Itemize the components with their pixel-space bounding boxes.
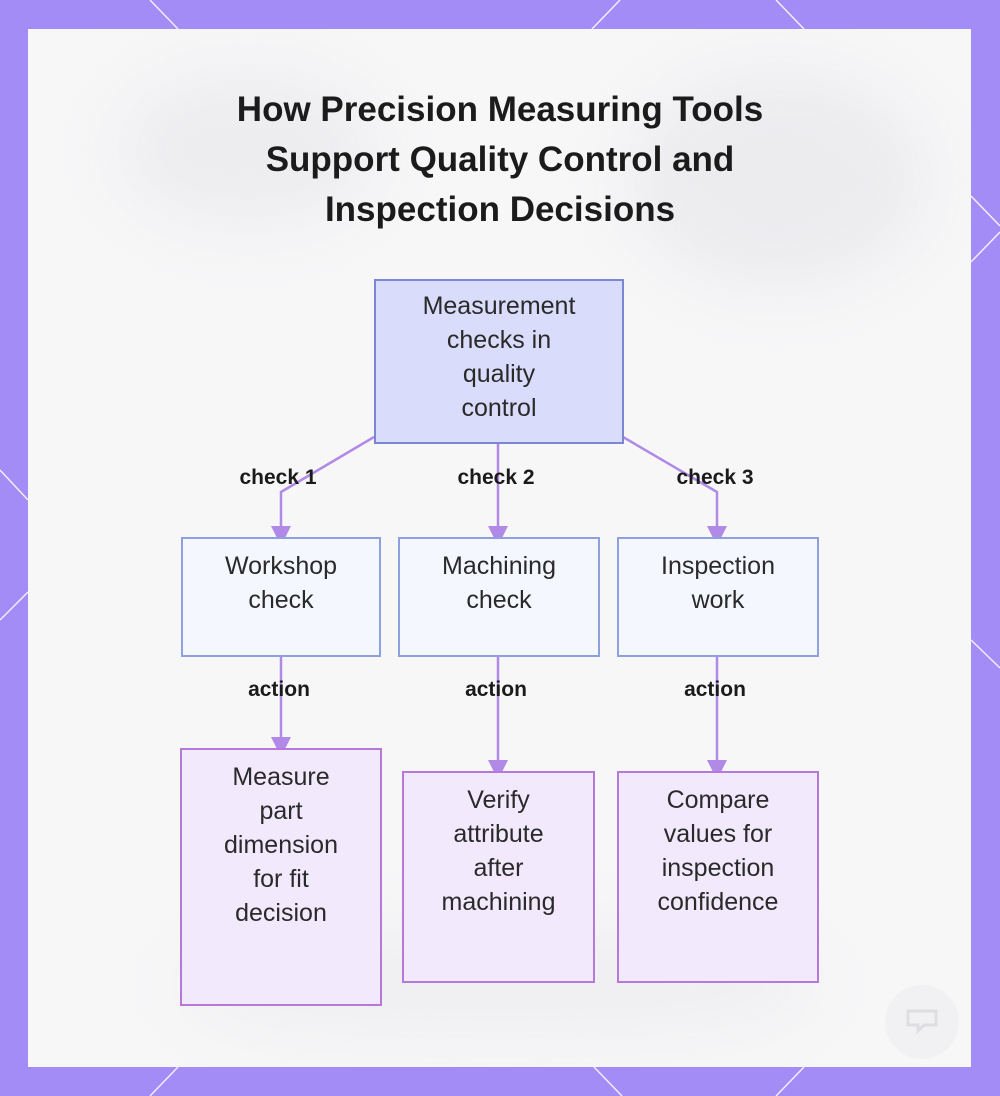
node-text: decision bbox=[235, 896, 327, 930]
node-text: values for bbox=[664, 817, 772, 851]
node-text: Machining bbox=[442, 549, 556, 583]
verify-attribute-node: Verify attribute after machining bbox=[402, 771, 595, 983]
node-text: checks in bbox=[447, 323, 551, 357]
edge-label-action: action bbox=[465, 677, 527, 703]
node-text: Workshop bbox=[225, 549, 337, 583]
node-text: check bbox=[466, 583, 531, 617]
node-text: machining bbox=[442, 885, 556, 919]
node-text: Verify bbox=[467, 783, 530, 817]
node-text: control bbox=[461, 391, 536, 425]
node-text: inspection bbox=[662, 851, 775, 885]
edge-label-action: action bbox=[684, 677, 746, 703]
node-text: Measure bbox=[232, 760, 329, 794]
node-text: quality bbox=[463, 357, 535, 391]
compare-values-node: Compare values for inspection confidence bbox=[617, 771, 819, 983]
edge-label-check-1: check 1 bbox=[239, 465, 316, 491]
workshop-check-node: Workshop check bbox=[181, 537, 381, 657]
node-text: dimension bbox=[224, 828, 338, 862]
watermark-logo-icon bbox=[885, 985, 959, 1059]
root-node: Measurement checks in quality control bbox=[374, 279, 624, 444]
edge-label-action: action bbox=[248, 677, 310, 703]
node-text: confidence bbox=[658, 885, 779, 919]
machining-check-node: Machining check bbox=[398, 537, 600, 657]
node-text: after bbox=[473, 851, 523, 885]
node-text: work bbox=[692, 583, 745, 617]
edge-label-check-3: check 3 bbox=[676, 465, 753, 491]
node-text: attribute bbox=[453, 817, 543, 851]
inspection-work-node: Inspection work bbox=[617, 537, 819, 657]
node-text: Measurement bbox=[423, 289, 576, 323]
edge-label-check-2: check 2 bbox=[457, 465, 534, 491]
node-text: Inspection bbox=[661, 549, 775, 583]
node-text: part bbox=[259, 794, 302, 828]
node-text: check bbox=[248, 583, 313, 617]
node-text: for fit bbox=[253, 862, 309, 896]
node-text: Compare bbox=[667, 783, 770, 817]
measure-part-node: Measure part dimension for fit decision bbox=[180, 748, 382, 1006]
